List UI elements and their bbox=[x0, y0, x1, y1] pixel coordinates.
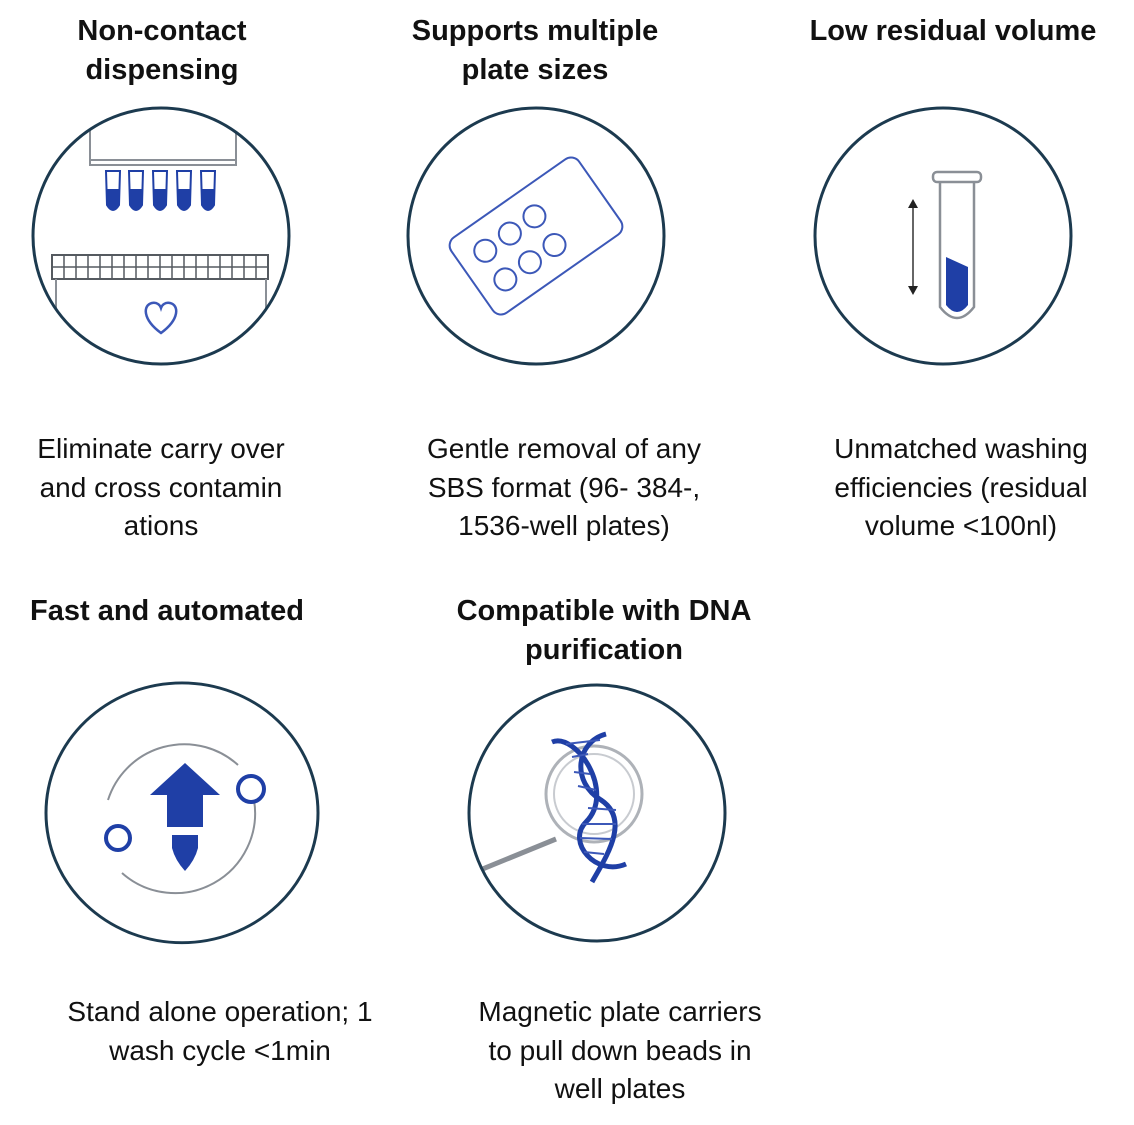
feature-title: Non-contact dispensing bbox=[77, 15, 247, 86]
feature-title: Fast and automated bbox=[30, 595, 304, 627]
dispensing-icon bbox=[30, 105, 292, 367]
cycle-arrow-icon bbox=[44, 681, 320, 945]
feature-title: Supports multiple plate sizes bbox=[411, 15, 659, 86]
feature-description: Unmatched washing efficiencies (residual… bbox=[834, 433, 1088, 541]
well-plate-icon bbox=[405, 105, 667, 367]
feature-description: Magnetic plate carriers to pull down bea… bbox=[478, 996, 762, 1104]
feature-description: Eliminate carry over and cross contamin … bbox=[37, 433, 285, 541]
feature-description: Stand alone operation; 1 wash cycle <1mi… bbox=[67, 996, 373, 1066]
feature-title: Low residual volume bbox=[809, 15, 1097, 47]
dna-magnifier-icon bbox=[466, 682, 728, 944]
feature-description: Gentle removal of any SBS format (96- 38… bbox=[427, 433, 701, 541]
feature-title: Compatible with DNA purification bbox=[456, 595, 752, 666]
test-tube-icon bbox=[812, 105, 1074, 367]
